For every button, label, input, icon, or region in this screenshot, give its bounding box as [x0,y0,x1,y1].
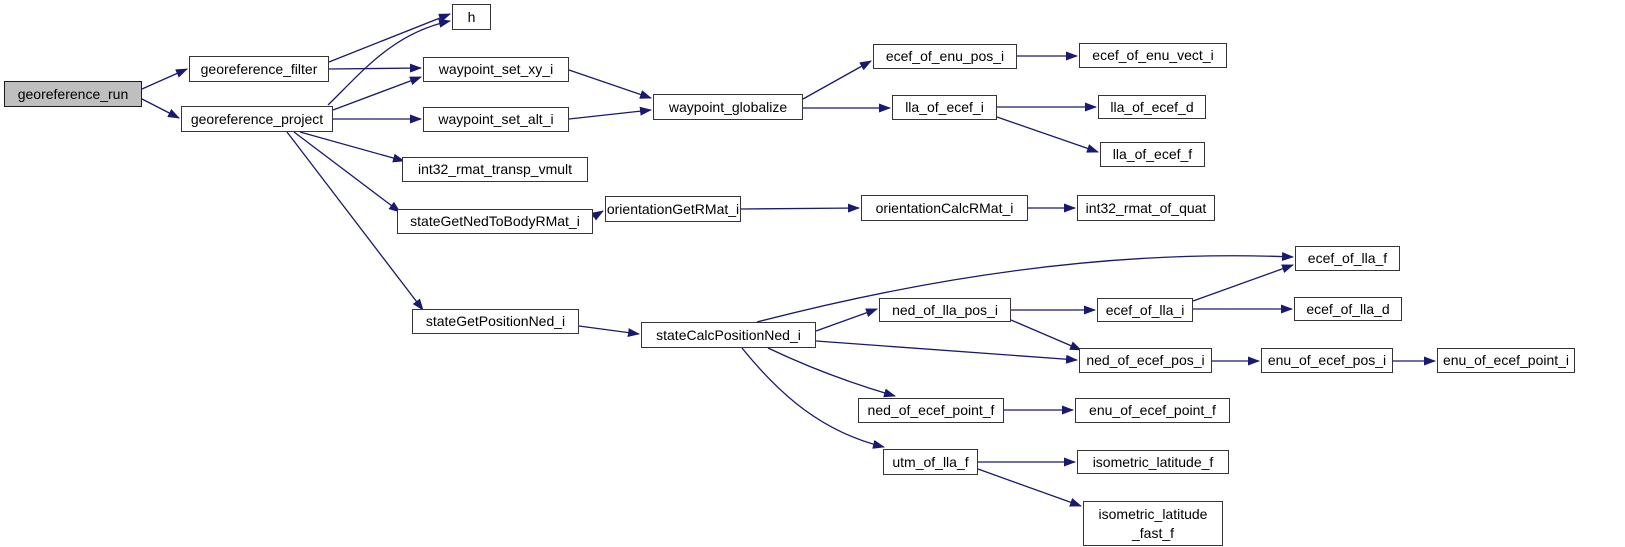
node-isometric_latitude_f[interactable]: isometric_latitude_f [1077,450,1229,474]
node-ecef_of_enu_pos_i[interactable]: ecef_of_enu_pos_i [873,44,1017,69]
edge-ecef_of_lla_i-to-ecef_of_lla_f [1192,264,1294,302]
node-ned_of_ecef_pos_i[interactable]: ned_of_ecef_pos_i [1079,348,1212,373]
node-waypoint_set_alt_i[interactable]: waypoint_set_alt_i [423,107,569,132]
node-utm_of_lla_f[interactable]: utm_of_lla_f [883,449,978,475]
edge-stateCalcPositionNed_i-to-ned_of_ecef_pos_i [815,340,1078,364]
node-stateGetPositionNed_i[interactable]: stateGetPositionNed_i [412,309,579,334]
edge-utm_of_lla_f-to-isometric_latitude_fast_f [977,468,1082,507]
edge-waypoint_set_xy_i-to-waypoint_globalize [568,69,652,99]
node-ecef_of_lla_i[interactable]: ecef_of_lla_i [1097,298,1193,322]
node-orientationCalcRMat_i[interactable]: orientationCalcRMat_i [861,195,1028,221]
node-waypoint_globalize[interactable]: waypoint_globalize [653,94,803,120]
edge-orientationGetRMat_i-to-orientationCalcRMat_i [740,203,860,213]
node-enu_of_ecef_pos_i[interactable]: enu_of_ecef_pos_i [1261,348,1393,373]
node-isometric_latitude_fast_f[interactable]: isometric_latitude _fast_f [1083,501,1223,546]
node-georeference_project[interactable]: georeference_project [181,106,333,132]
node-stateCalcPositionNed_i[interactable]: stateCalcPositionNed_i [641,322,816,348]
edge-georeference_run-to-georeference_project [141,98,180,119]
edge-stateGetNedToBodyRMat_i-to-orientationGetRMat_i [591,210,604,221]
node-ecef_of_lla_f[interactable]: ecef_of_lla_f [1295,246,1400,271]
edge-georeference_project-to-stateGetNedToBodyRMat_i [293,131,401,213]
edge-georeference_project-to-int32_rmat_transp_vmult [299,131,405,163]
node-ecef_of_lla_d[interactable]: ecef_of_lla_d [1294,297,1402,321]
node-int32_rmat_of_quat[interactable]: int32_rmat_of_quat [1077,195,1215,221]
edge-stateCalcPositionNed_i-to-ned_of_ecef_point_f [767,347,896,398]
node-lla_of_ecef_i[interactable]: lla_of_ecef_i [892,95,997,120]
node-georeference_run: georeference_run [4,81,142,107]
edge-stateCalcPositionNed_i-to-utm_of_lla_f [741,347,885,449]
edge-georeference_filter-to-waypoint_set_xy_i [328,63,422,73]
node-lla_of_ecef_f[interactable]: lla_of_ecef_f [1100,142,1205,167]
edge-waypoint_globalize-to-ecef_of_enu_pos_i [802,60,872,100]
node-ecef_of_enu_vect_i[interactable]: ecef_of_enu_vect_i [1079,43,1227,68]
node-ned_of_lla_pos_i[interactable]: ned_of_lla_pos_i [879,298,1011,322]
edge-stateCalcPositionNed_i-to-ned_of_lla_pos_i [815,308,878,332]
edge-georeference_run-to-georeference_filter [141,68,188,90]
node-orientationGetRMat_i[interactable]: orientationGetRMat_i [605,196,741,222]
edge-georeference_filter-to-h [328,13,451,63]
node-ned_of_ecef_point_f[interactable]: ned_of_ecef_point_f [858,398,1004,423]
node-waypoint_set_xy_i[interactable]: waypoint_set_xy_i [423,57,569,82]
edge-georeference_project-to-h [327,18,451,106]
node-int32_rmat_transp_vmult[interactable]: int32_rmat_transp_vmult [402,157,588,182]
edge-stateCalcPositionNed_i-to-ecef_of_lla_f [756,252,1294,323]
edge-georeference_project-to-stateGetPositionNed_i [286,131,424,311]
edge-lla_of_ecef_i-to-lla_of_ecef_f [996,116,1099,153]
node-stateGetNedToBodyRMat_i[interactable]: stateGetNedToBodyRMat_i [397,209,593,234]
edge-waypoint_set_alt_i-to-waypoint_globalize [568,106,652,120]
node-enu_of_ecef_point_i[interactable]: enu_of_ecef_point_i [1437,348,1575,373]
edge-georeference_project-to-waypoint_set_xy_i [332,76,422,111]
node-lla_of_ecef_d[interactable]: lla_of_ecef_d [1098,95,1206,119]
edge-ned_of_lla_pos_i-to-ned_of_ecef_pos_i [1010,319,1082,351]
node-enu_of_ecef_point_f[interactable]: enu_of_ecef_point_f [1075,398,1230,423]
node-georeference_filter[interactable]: georeference_filter [189,56,329,82]
node-h[interactable]: h [452,4,491,30]
edge-stateGetPositionNed_i-to-stateCalcPositionNed_i [578,325,640,338]
